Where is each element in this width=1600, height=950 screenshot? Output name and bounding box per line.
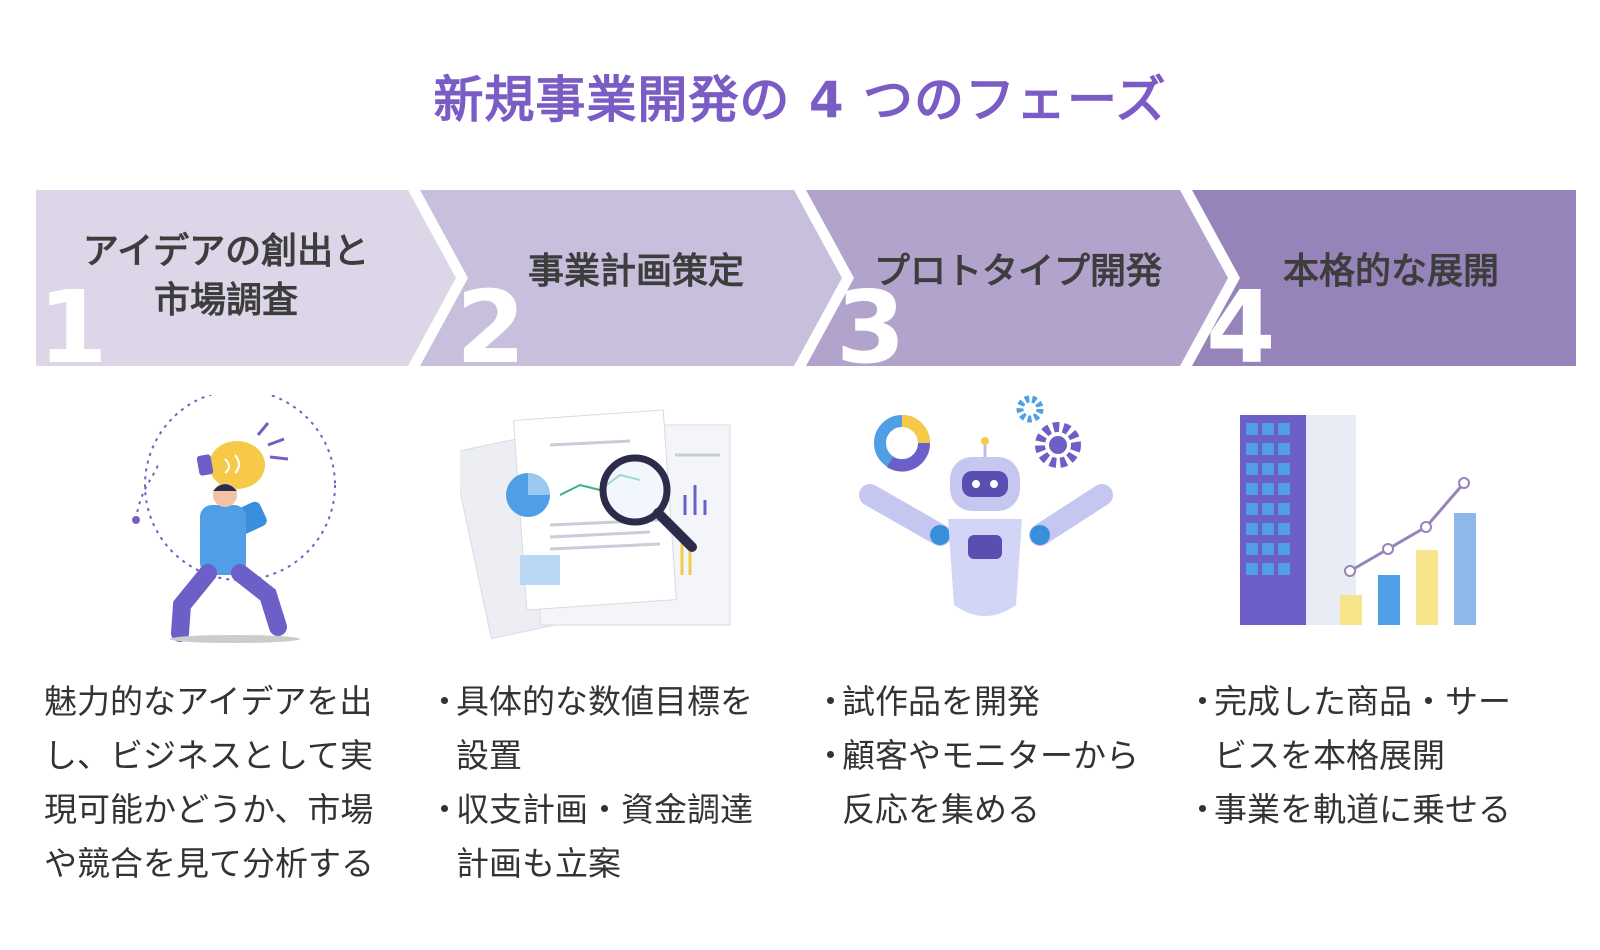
gear-icon xyxy=(1020,399,1076,463)
phase-4-bullet-text: 事業を軌道に乗せる xyxy=(1214,783,1511,837)
lightbulb-person-illustration xyxy=(100,395,420,665)
phase-4-label: 本格的な展開 xyxy=(1241,248,1541,297)
phase-4-bullet: ・ 完成した商品・サー ビスを本格展開 xyxy=(1186,675,1566,783)
phase-3-bullet-text: 試作品を開発 xyxy=(842,675,1040,729)
phase-3-bullet: ・ 試作品を開発 xyxy=(814,675,1184,729)
lightbulb-icon xyxy=(196,441,265,489)
bullet-dot: ・ xyxy=(1186,675,1214,783)
phase-1-description: 魅力的なアイデアを出 し、ビジネスとして実 現可能かどうか、市場 や競合を見て分… xyxy=(44,675,404,891)
phase-2-bullet: ・ 収支計画・資金調達 計画も立案 xyxy=(428,783,798,891)
bullet-dot: ・ xyxy=(814,675,842,729)
building-growth-illustration xyxy=(1220,395,1540,665)
phase-2-bullet-text: 具体的な数値目標を 設置 xyxy=(456,675,753,783)
page-title: 新規事業開発の 4 つのフェーズ xyxy=(0,60,1600,132)
phase-4-description: ・ 完成した商品・サー ビスを本格展開 ・ 事業を軌道に乗せる xyxy=(1186,675,1566,837)
phase-3-label: プロトタイプ開発 xyxy=(868,248,1168,297)
phase-2-bullet-text: 収支計画・資金調達 計画も立案 xyxy=(456,783,753,891)
phase-1-description-text: 魅力的なアイデアを出 し、ビジネスとして実 現可能かどうか、市場 や競合を見て分… xyxy=(44,675,404,891)
donut-chart-icon xyxy=(880,421,924,466)
phase-3-description: ・ 試作品を開発 ・ 顧客やモニターから 反応を集める xyxy=(814,675,1184,837)
phase-1-label: アイデアの創出と 市場調査 xyxy=(56,228,396,325)
bullet-dot: ・ xyxy=(814,729,842,837)
phase-banner: 1 アイデアの創出と 市場調査 2 事業計画策定 3 プロトタイプ開発 4 本格… xyxy=(36,190,1576,366)
documents-magnifier-illustration xyxy=(460,395,780,665)
bullet-dot: ・ xyxy=(428,675,456,783)
phase-3-bullet-text: 顧客やモニターから 反応を集める xyxy=(842,729,1139,837)
phase-3-bullet: ・ 顧客やモニターから 反応を集める xyxy=(814,729,1184,837)
bullet-dot: ・ xyxy=(1186,783,1214,837)
phase-4-bullet: ・ 事業を軌道に乗せる xyxy=(1186,783,1566,837)
phase-2-description: ・ 具体的な数値目標を 設置 ・ 収支計画・資金調達 計画も立案 xyxy=(428,675,798,891)
robot-illustration xyxy=(840,395,1160,665)
phase-2-label: 事業計画策定 xyxy=(486,248,786,297)
phase-2-bullet: ・ 具体的な数値目標を 設置 xyxy=(428,675,798,783)
phase-4-bullet-text: 完成した商品・サー ビスを本格展開 xyxy=(1214,675,1511,783)
bullet-dot: ・ xyxy=(428,783,456,891)
